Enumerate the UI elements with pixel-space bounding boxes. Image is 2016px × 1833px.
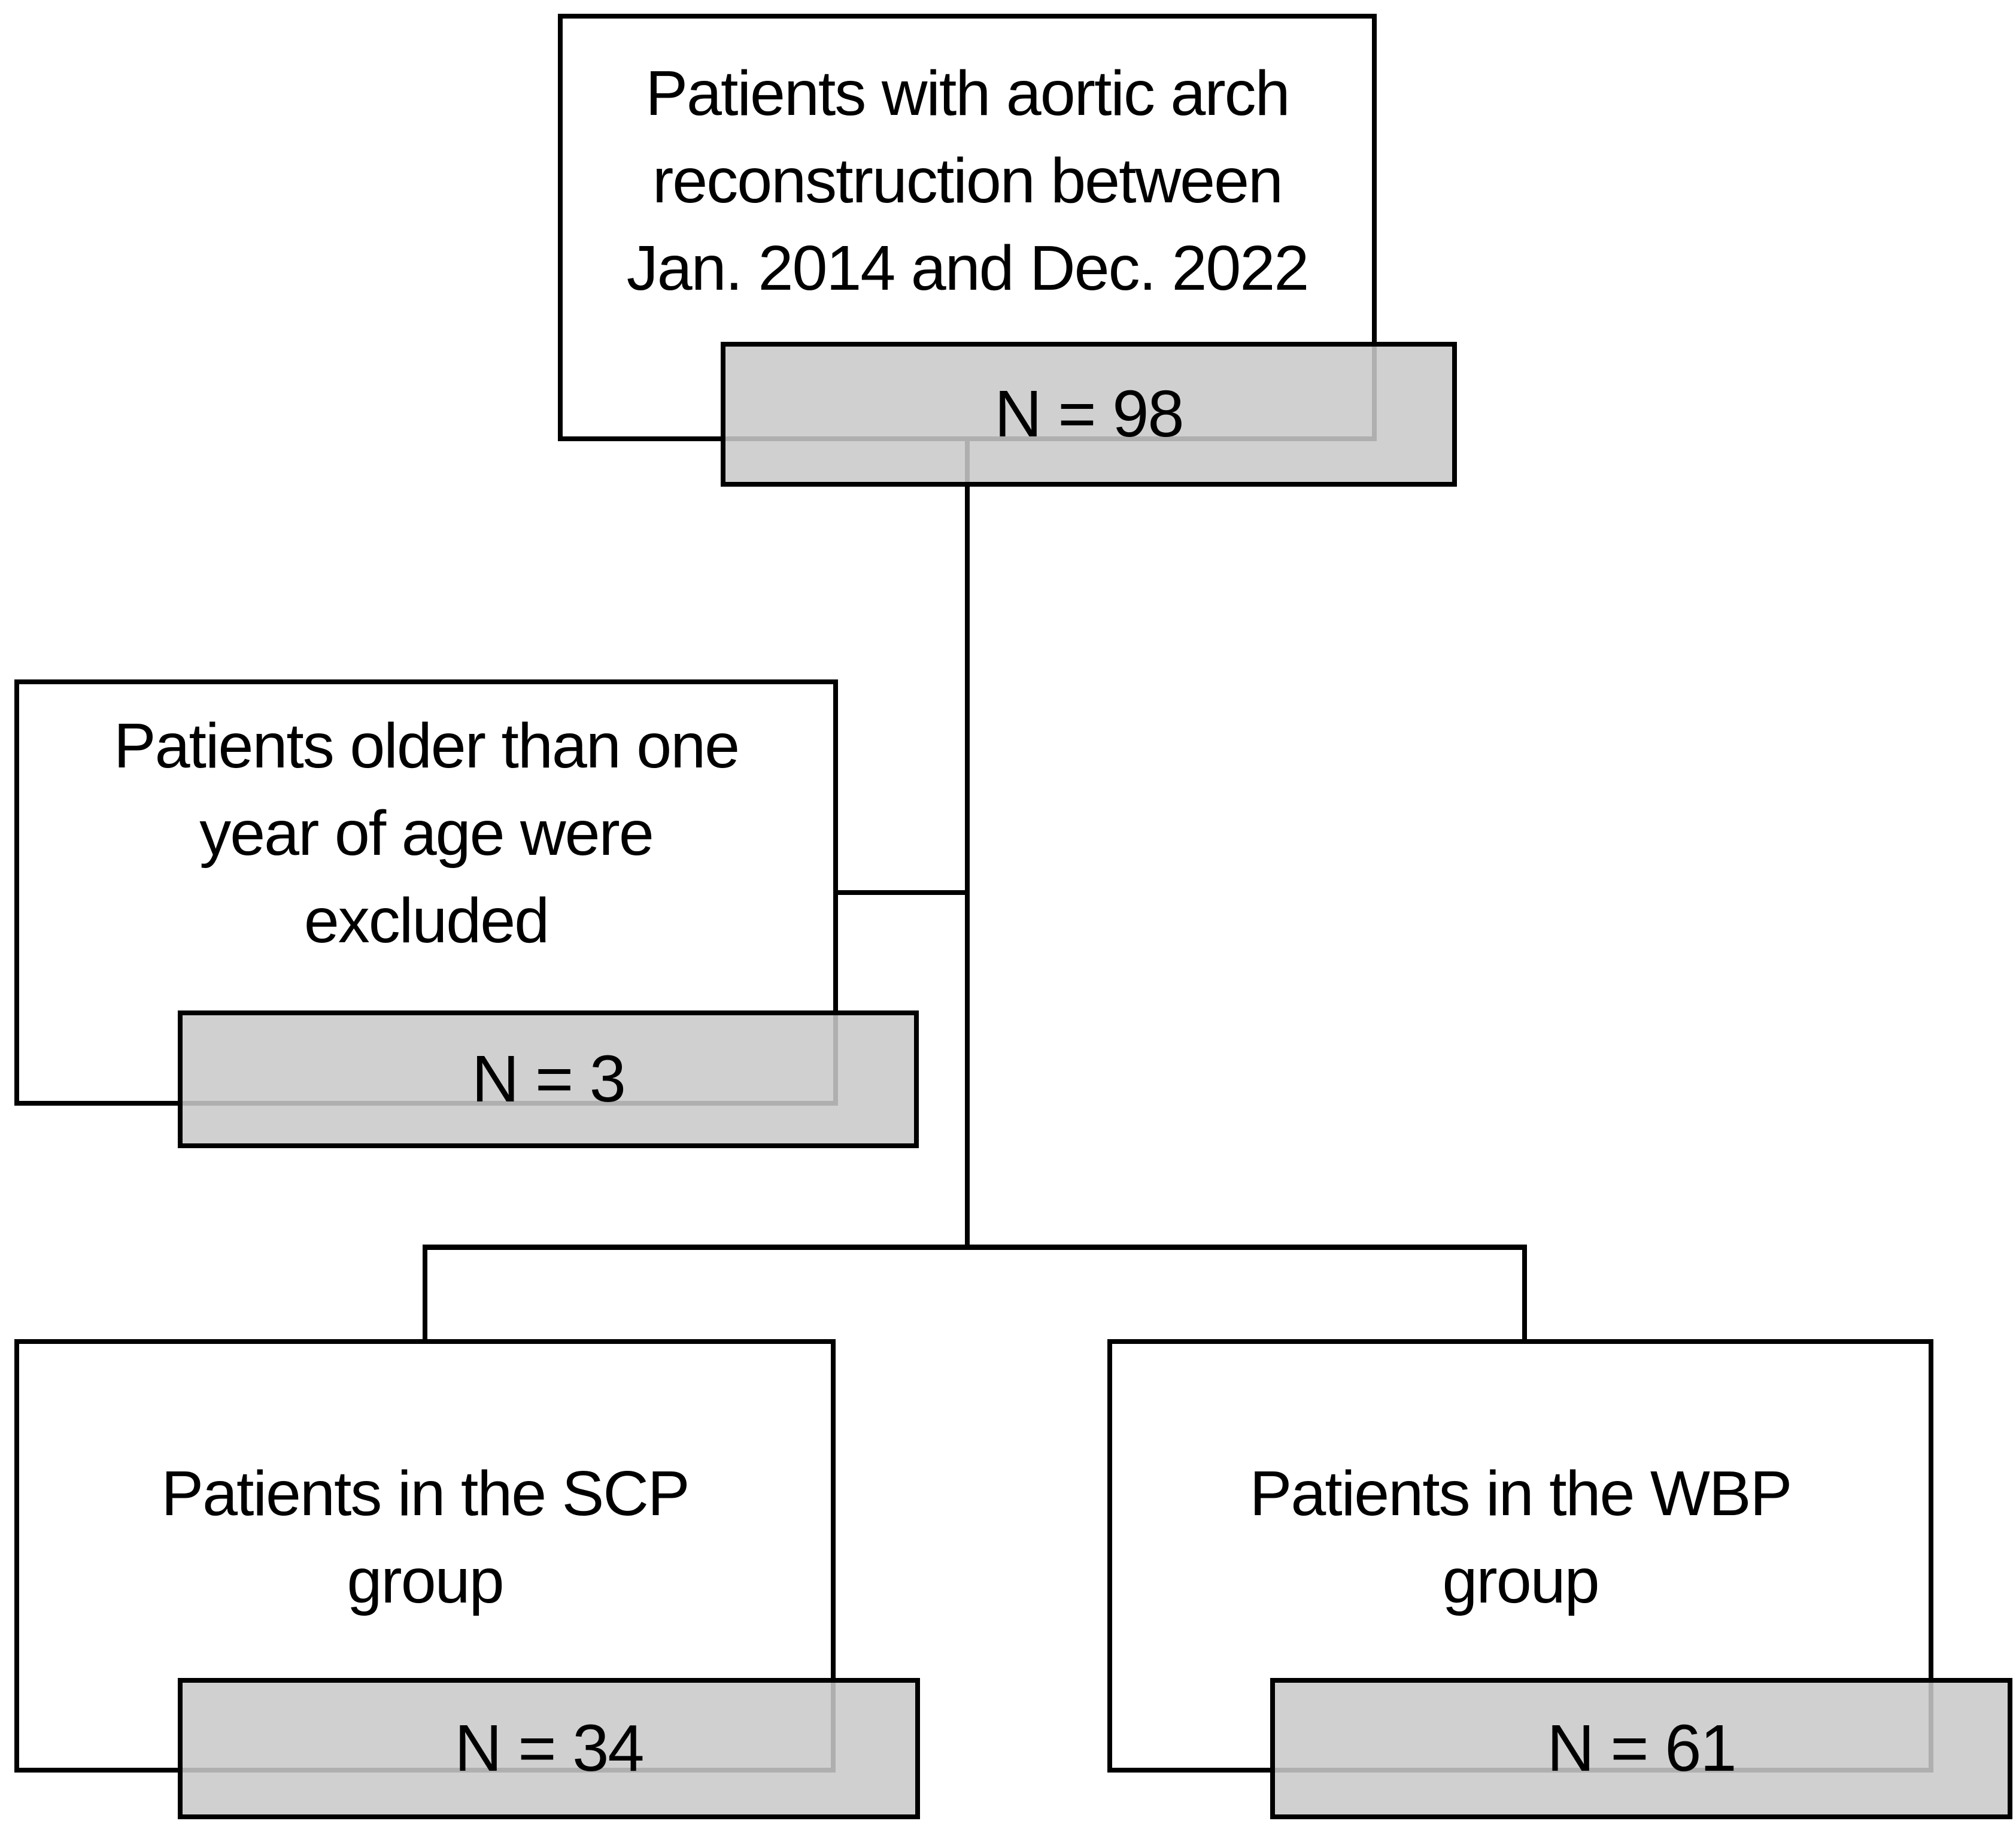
node-scp-text-line-2: group <box>347 1546 504 1616</box>
node-excluded-text-line-3: excluded <box>303 885 549 956</box>
node-enrollment-text-line-2: reconstruction between <box>652 145 1283 216</box>
node-excluded-text-line-2: year of age were <box>199 798 654 869</box>
count-badge-enrollment: N = 98 <box>721 342 1457 487</box>
node-scp-text-line-1: Patients in the SCP <box>161 1458 690 1529</box>
count-label-wbp: N = 61 <box>1547 1711 1736 1785</box>
node-wbp-text-line-1: Patients in the WBP <box>1249 1458 1793 1529</box>
connector-branch-left <box>423 1250 427 1339</box>
node-wbp-text-line-2: group <box>1442 1546 1599 1616</box>
node-enrollment-text-line-1: Patients with aortic arch <box>645 58 1290 129</box>
connector-main-vertical <box>965 389 970 1245</box>
node-enrollment-text-line-3: Jan. 2014 and Dec. 2022 <box>626 233 1310 304</box>
connector-junction-bar <box>423 1245 1527 1250</box>
count-label-excluded: N = 3 <box>472 1042 626 1116</box>
count-badge-excluded: N = 3 <box>178 1010 919 1148</box>
node-enrollment-box: Patients with aortic arch reconstruction… <box>558 14 1377 441</box>
connector-excluded-horizontal <box>836 890 970 895</box>
connector-branch-right <box>1522 1250 1527 1339</box>
count-label-enrollment: N = 98 <box>994 377 1184 451</box>
count-label-scp: N = 34 <box>454 1711 644 1785</box>
node-excluded-text-line-1: Patients older than one <box>113 711 740 781</box>
count-badge-wbp: N = 61 <box>1270 1678 2012 1819</box>
count-badge-scp: N = 34 <box>178 1678 920 1819</box>
